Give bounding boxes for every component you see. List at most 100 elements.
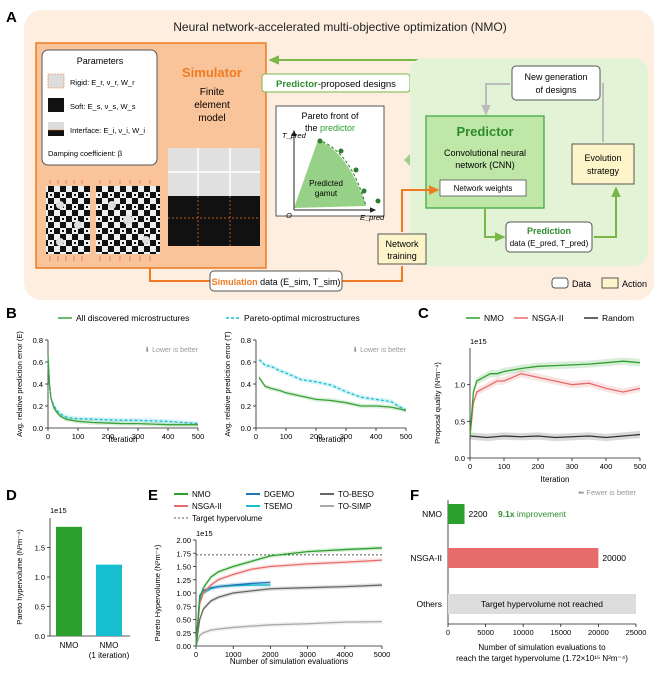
legend-label: TSEMO [264,502,292,511]
x-tick-label: 400 [162,432,175,441]
gamut-label-1: Predicted [309,179,343,188]
legend-label: DGEMO [264,490,294,499]
all-series-line [47,355,198,426]
legend-label: NMO [192,490,211,499]
nmo-title: Neural network-accelerated multi-objecti… [173,20,506,34]
x-tick-label: 0 [46,432,50,441]
legend-label: NSGA-II [192,502,222,511]
exponent-label: 1e15 [470,337,487,346]
y-tick-label: 1.0 [455,381,465,390]
simulator-sub1: Finite [200,87,225,98]
predictor-title: Predictor [456,124,513,139]
y-tick-label: 1.00 [176,589,191,598]
legend-data-label: Data [572,279,591,289]
x-tick-label: 200 [310,432,323,441]
x-tick-label: 10000 [513,628,534,637]
category-label: Others [416,599,442,609]
x-tick-label: 4000 [336,650,353,659]
pareto-series-line [47,361,199,425]
x-tick-label: 5000 [374,650,391,659]
bar [56,526,82,636]
simulation-data-text: Simulation data (E_sim, T_sim) [212,277,341,287]
category-label: (1 iteration) [89,651,130,660]
predictor-proposed-text: Predictor-proposed designs [276,79,396,90]
x-tick-label: 200 [102,432,115,441]
y-tick-label: 0.8 [241,336,251,345]
series-line [195,620,383,647]
legend-label: NSGA-II [532,313,564,323]
all-series-line [258,377,407,412]
y-axis-label: Avg. relative prediction error (E) [15,331,24,437]
x-tick-label: 400 [600,462,613,471]
e-pred-label: E_pred [360,213,385,222]
t-pred-label: T_pred [282,131,307,140]
prediction-data-box [505,221,593,253]
value-label: 20000 [602,553,626,563]
interface-label: Interface: E_i, ν_i, W_i [70,126,145,135]
legend-label: Target hypervolume [192,514,263,523]
y-tick-label: 0.2 [33,402,43,411]
pareto-series-line-band [259,357,406,413]
series-line [195,584,383,647]
x-axis-label: Iteration [541,475,570,484]
y-tick-label: 0.6 [241,358,251,367]
x-axis-label: Number of simulation evaluations [230,657,348,666]
value-label: 2200 [469,509,488,519]
x-tick-label: 300 [132,432,145,441]
series-line-random-band [470,430,640,442]
exponent-label: 1e15 [196,529,213,538]
y-tick-label: 0.4 [241,380,251,389]
panel-b-letter: B [6,305,17,322]
series-line [195,559,383,647]
x-tick-label: 500 [634,462,647,471]
pareto-point [361,188,367,194]
category-label: NMO [100,641,119,650]
y-tick-label: 1.75 [176,549,191,558]
series-line [195,547,383,647]
y-tick-label: 0.25 [176,629,191,638]
simulation-data-box [209,270,343,292]
rigid-label: Rigid: E_r, ν_r, W_r [70,78,135,87]
soft-label: Soft: E_s, ν_s, W_s [70,102,136,111]
y-tick-label: 0.0 [241,424,251,433]
y-tick-label: 1.5 [35,544,45,553]
lower-better-note: ⬇ Lower is better [352,346,406,354]
series-line-nmo-band [470,357,640,440]
evolution-label-2: strategy [587,166,620,176]
fewer-better-note: ⬅ Fewer is better [578,488,636,497]
x-tick-label: 20000 [588,628,609,637]
pareto-title-2: the predictor [305,123,355,133]
x-tick-label: 25000 [626,628,647,637]
x-tick-label: 100 [280,432,293,441]
y-tick-label: 1.50 [176,563,191,572]
microstructure-right [96,186,160,254]
x-tick-label: 500 [192,432,205,441]
arrow-newgen-to-predictor [481,83,510,116]
y-tick-label: 2.00 [176,536,191,545]
not-reached-label: Target hypervolume not reached [481,599,603,609]
y-tick-label: 0.5 [35,603,45,612]
parameters-box [41,49,158,166]
legend-all-label: All discovered microstructures [76,313,189,323]
y-tick-label: 0.0 [455,454,465,463]
simulator-sub3: model [198,113,225,124]
network-weights-box [439,179,527,197]
legend-action-label: Action [622,279,647,289]
pareto-point [338,148,344,154]
soft-swatch [48,98,64,112]
legend-label: TO-BESO [338,490,374,499]
legend-label: NMO [484,313,504,323]
simulator-title: Simulator [182,65,242,80]
bar [96,564,122,636]
panel-b: B All discovered microstructures Pareto-… [6,305,412,444]
x-axis-label: Number of simulation evaluations to [478,643,606,652]
x-tick-label: 2000 [262,650,279,659]
category-label: NMO [60,641,79,650]
new-generation-2: of designs [535,85,577,95]
x-axis-label: Iteration [317,435,346,444]
y-tick-label: 1.25 [176,576,191,585]
